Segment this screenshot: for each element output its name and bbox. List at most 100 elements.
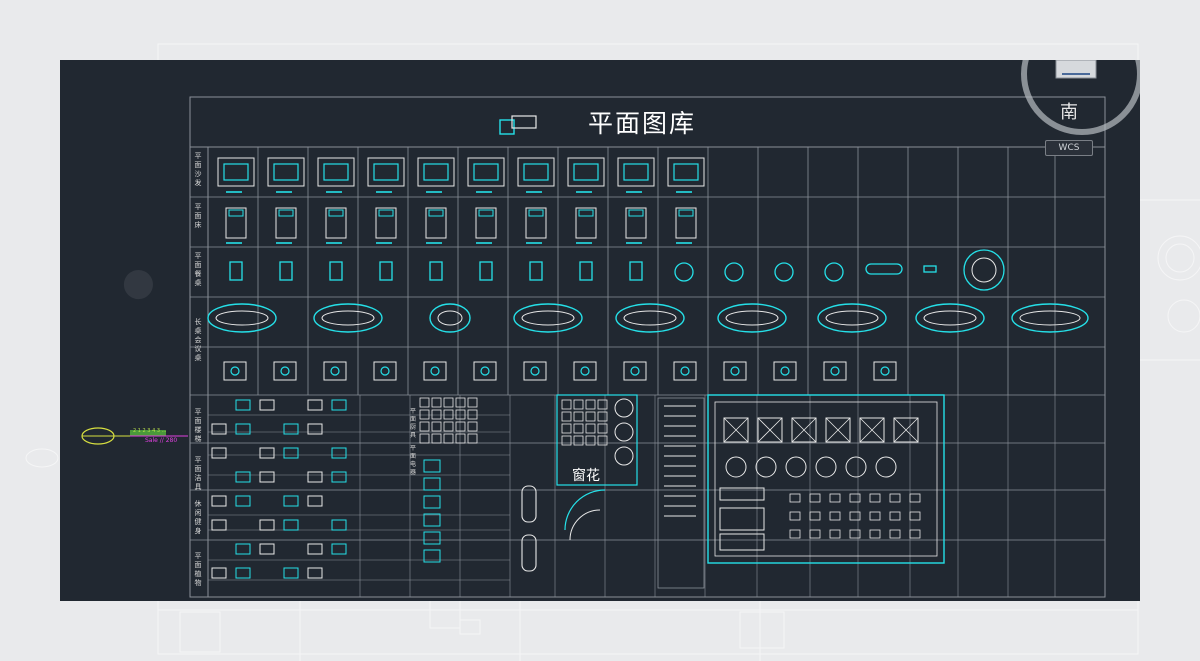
fixture-symbol [331,543,347,555]
annotation-magenta-text: Sale // 280 [145,437,178,444]
fixture-symbol [307,543,323,555]
window-flower-tile [585,411,596,422]
floor-tile-panel [714,401,938,557]
fixture-symbol [211,447,227,459]
window-flower-tile [585,423,596,434]
kitchen-symbol [423,495,441,509]
sofa-symbol [367,157,405,187]
kitchen-symbol [423,531,441,545]
sofa-symbol [667,157,705,187]
bed-symbol [475,207,497,239]
viewcube-compass-ring[interactable] [1012,60,1140,170]
dining-table-symbol [579,261,593,281]
row-label-meeting-table: 长桌会议桌 [194,318,202,362]
small-fixture-symbol [909,529,921,539]
sofa-symbol [373,163,399,181]
fixture-symbol [235,471,251,483]
small-fixture-symbol [809,529,821,539]
sofa-symbol [467,157,505,187]
drawing-sheet [189,96,1106,598]
sofa-symbol [217,157,255,187]
small-fixture-symbol [809,493,821,503]
office-desk-symbol [330,366,340,376]
fixture-symbol [307,399,323,411]
meeting-table-symbol [623,310,677,326]
office-desk-symbol [323,361,347,381]
small-fixture-symbol [869,511,881,521]
office-desk-symbol [730,366,740,376]
floor-tile-symbol [825,417,851,443]
dining-table-symbol [629,261,643,281]
fixture-symbol [307,471,323,483]
dining-table-symbol [429,261,443,281]
small-fixture-symbol [909,511,921,521]
bed-symbol [625,207,647,239]
row-label-sanitary: 平面洁具 [194,456,202,491]
dining-table-symbol [774,262,794,282]
sofa-symbol [223,163,249,181]
floor-tile-symbol [893,417,919,443]
small-fixture-symbol [889,511,901,521]
stairs-symbol [467,409,478,420]
floor-tile-symbol [859,417,885,443]
office-desk-symbol [580,366,590,376]
floor-border-symbol [719,487,765,501]
bed-symbol [328,209,344,217]
floor-tile-symbol [757,417,783,443]
sofa-symbol [323,163,349,181]
row-label-sofa: 平面沙发 [194,152,202,187]
office-desk-symbol [280,366,290,376]
sofa-symbol [523,163,549,181]
office-desk-symbol [623,361,647,381]
office-desk-symbol [673,361,697,381]
annotation-yellow-text: 2 1 2 3 4 3 ... [133,428,167,434]
bed-symbol [375,207,397,239]
wcs-dropdown-button[interactable]: WCS [1045,140,1093,156]
floor-border-symbol [719,507,765,531]
bed-symbol [525,207,547,239]
meeting-table-symbol [429,303,471,333]
sofa-symbol [573,163,599,181]
floor-tile-symbol [723,417,749,443]
floor-border-symbol [719,533,765,551]
window-flower-tile [614,398,634,418]
fixture-symbol [235,543,251,555]
dining-table-symbol [674,262,694,282]
viewcube-direction-south[interactable]: 南 [1060,102,1078,123]
row-label-fitness: 休闲健身 [194,500,202,535]
office-desk-symbol [223,361,247,381]
office-desk-symbol [573,361,597,381]
fixture-symbol [259,399,275,411]
bed-symbol [228,209,244,217]
window-flower-label: 窗花 [572,468,600,484]
stairs-symbol [467,433,478,444]
office-desk-symbol [530,366,540,376]
cad-model-viewport[interactable]: 平面图库 平面沙发 平面床 平面餐桌 长桌会议桌 平面楼梯 平面洁具 休闲健身 … [60,60,1140,601]
dining-table-symbol [824,262,844,282]
office-desk-symbol [380,366,390,376]
row-label-bed: 平面床 [194,203,202,229]
office-desk-symbol [423,361,447,381]
small-fixture-symbol [829,493,841,503]
window-flower-tile [585,399,596,410]
floor-tile-symbol [893,417,919,443]
meeting-table-symbol [615,303,685,333]
meeting-table-symbol [817,303,887,333]
window-flower-panel [556,394,638,486]
floor-medallion-symbol [815,456,837,478]
sofa-symbol [317,157,355,187]
meeting-table-symbol [521,310,575,326]
meeting-table-symbol [321,310,375,326]
sofa-symbol [473,163,499,181]
meeting-table-symbol [437,310,463,326]
window-flower-tile [561,423,572,434]
car-symbol [521,485,537,523]
dining-table-symbol [724,262,744,282]
window-flower-tile [573,411,584,422]
sofa-symbol [273,163,299,181]
row-label-dining-table: 平面餐桌 [194,252,202,287]
window-flower-tile [597,399,608,410]
small-fixture-symbol [849,493,861,503]
legend-list-box [657,397,705,589]
window-flower-tile [561,435,572,446]
